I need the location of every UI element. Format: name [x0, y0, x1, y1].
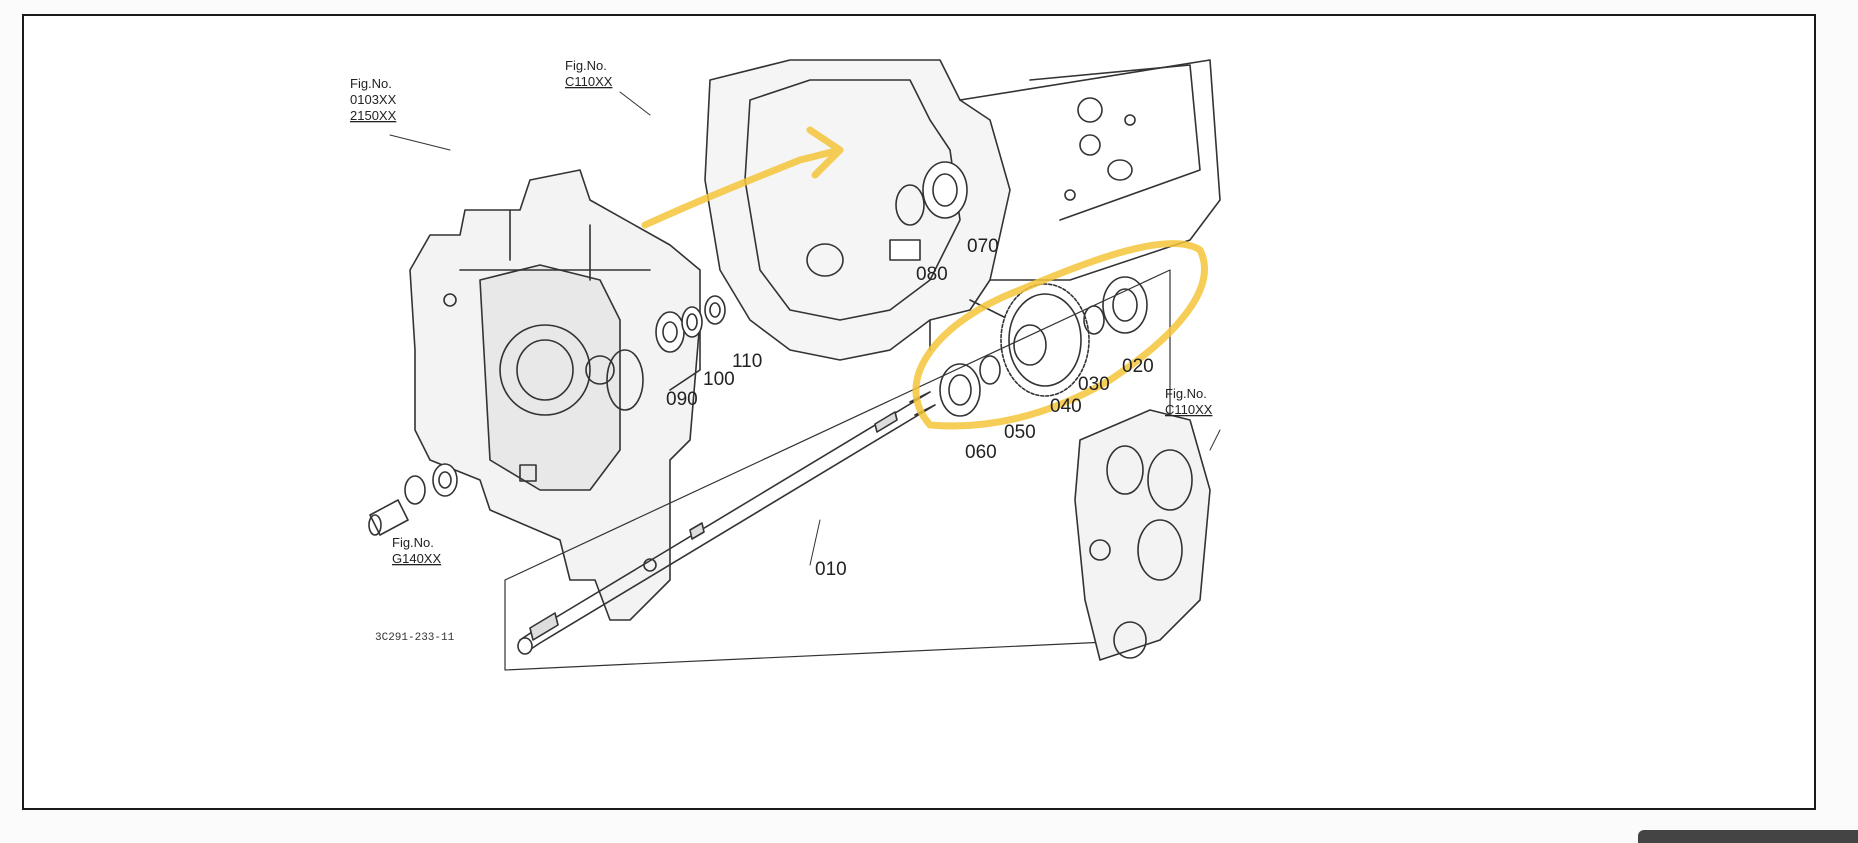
exploded-parts-diagram: 010 020 030 040 050 060 070 080 090 100 …	[350, 20, 1470, 810]
fig-ref-right: Fig.No. C110XX	[1165, 386, 1213, 417]
svg-text:C110XX: C110XX	[1165, 402, 1213, 417]
svg-text:Fig.No.: Fig.No.	[565, 58, 607, 73]
part-label-010: 010	[815, 559, 847, 580]
part-label-070: 070	[967, 236, 999, 257]
part-label-020: 020	[1122, 356, 1154, 377]
svg-text:C110XX: C110XX	[565, 74, 613, 89]
part-label-090: 090	[666, 389, 698, 410]
part-label-040: 040	[1050, 396, 1082, 417]
bearing-070-drawing	[889, 161, 968, 261]
diagram-code: 3C291-233-11	[375, 632, 455, 644]
left-fitting-drawing	[368, 463, 458, 536]
shaft-010-drawing	[517, 391, 936, 655]
highlight-arrow-head	[806, 126, 844, 179]
part-label-110: 110	[732, 351, 762, 372]
svg-text:Fig.No.: Fig.No.	[1165, 386, 1207, 401]
highlight-circle	[912, 240, 1208, 430]
bearings-090-110-drawing	[655, 295, 726, 353]
svg-text:2150XX: 2150XX	[350, 108, 397, 123]
svg-text:0103XX: 0103XX	[350, 92, 397, 107]
fig-ref-top-center: Fig.No. C110XX	[565, 58, 613, 89]
svg-text:Fig.No.: Fig.No.	[392, 535, 434, 550]
center-housing-drawing	[704, 59, 1221, 361]
part-label-100: 100	[703, 369, 735, 390]
part-label-080: 080	[916, 264, 948, 285]
svg-text:G140XX: G140XX	[392, 551, 441, 566]
left-housing-drawing	[409, 169, 701, 621]
highlight-arrow	[641, 146, 844, 229]
fig-ref-top-left: Fig.No. 0103XX 2150XX	[350, 76, 397, 123]
part-label-050: 050	[1004, 422, 1036, 443]
svg-text:Fig.No.: Fig.No.	[350, 76, 392, 91]
part-label-030: 030	[1078, 374, 1110, 395]
right-cover-drawing	[1074, 409, 1211, 661]
fig-ref-bottom-left: Fig.No. G140XX	[392, 535, 441, 566]
horizontal-scrollbar[interactable]	[1638, 830, 1858, 843]
diagram-drawing: 010 020 030 040 050 060 070 080 090 100 …	[350, 58, 1221, 671]
part-label-060: 060	[965, 442, 997, 463]
gear-assembly-drawing	[939, 276, 1148, 417]
